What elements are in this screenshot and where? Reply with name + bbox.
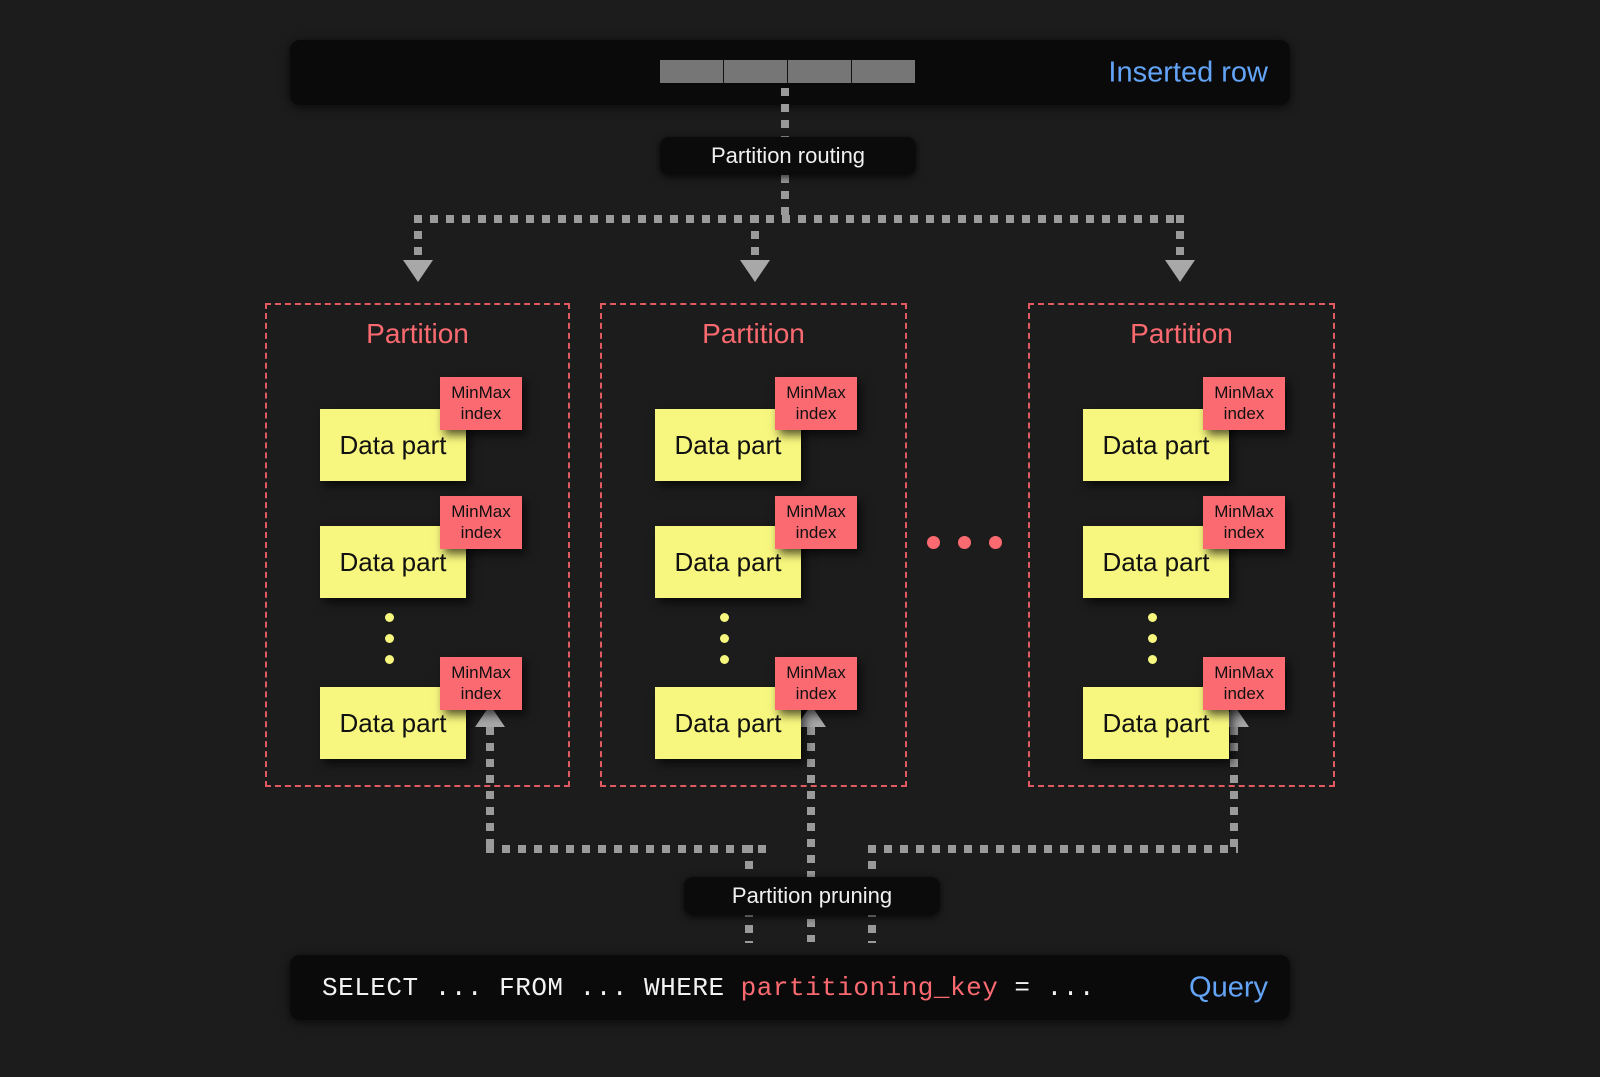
arrow-out-of-partition-2 [796, 705, 826, 727]
arrow-into-partition-2 [740, 260, 770, 282]
connector-bus-to-partition-1 [414, 215, 422, 263]
data-part-label: Data part [674, 707, 782, 738]
arrow-out-of-partition-1 [475, 705, 505, 727]
data-part-ellipsis [385, 613, 394, 664]
data-part-label: Data part [1102, 429, 1210, 460]
data-part-box: Data part [1083, 409, 1229, 481]
partition-title: Partition [1130, 318, 1233, 349]
query-sql-after: = ... [998, 972, 1095, 1003]
connector-row-to-routing [781, 88, 789, 138]
inserted-row-label: Inserted row [1108, 56, 1268, 88]
ellipsis-dot [1148, 634, 1157, 643]
connector-routing-bus [414, 215, 1184, 223]
inserted-row-cell [660, 60, 724, 83]
partitions-ellipsis [927, 536, 1002, 549]
inserted-row-cell [724, 60, 788, 83]
query-label: Query [1189, 971, 1268, 1003]
connector-partition-3-to-pruning-bus [1230, 727, 1238, 852]
connector-bus-to-partition-2 [751, 215, 759, 263]
ellipsis-dot [958, 536, 971, 549]
data-part-label: Data part [339, 546, 447, 577]
query-sql-before: SELECT ... FROM ... WHERE [322, 972, 741, 1003]
partition-pruning-label: Partition pruning [731, 883, 893, 908]
data-part-ellipsis [1148, 613, 1157, 664]
ellipsis-dot [385, 613, 394, 622]
data-part-ellipsis [720, 613, 729, 664]
connector-partition-1-to-pruning-bus [486, 727, 494, 852]
pruning-bus-right [868, 845, 1238, 853]
query-sql-text: SELECT ... FROM ... WHERE partitioning_k… [322, 973, 1095, 1003]
ellipsis-dot [927, 536, 940, 549]
ellipsis-dot [989, 536, 1002, 549]
data-part-box: Data part [320, 687, 466, 759]
pruning-bus-left [486, 845, 768, 853]
ellipsis-dot [1148, 655, 1157, 664]
arrow-into-partition-3 [1165, 260, 1195, 282]
inserted-row-cells [660, 60, 915, 83]
ellipsis-dot [720, 613, 729, 622]
data-part-label: Data part [1102, 546, 1210, 577]
ellipsis-dot [385, 634, 394, 643]
query-bar[interactable]: SELECT ... FROM ... WHERE partitioning_k… [290, 955, 1290, 1020]
connector-bus-to-partition-3 [1176, 215, 1184, 263]
connector-partition-2-to-pruning [807, 727, 815, 942]
ellipsis-dot [385, 655, 394, 664]
data-part-label: Data part [339, 707, 447, 738]
ellipsis-dot [720, 634, 729, 643]
partition-title: Partition [702, 318, 805, 349]
data-part-label: Data part [674, 546, 782, 577]
partition-pruning-box[interactable]: Partition pruning [684, 877, 940, 915]
inserted-row-cell [852, 60, 915, 83]
ellipsis-dot [720, 655, 729, 664]
ellipsis-dot [1148, 613, 1157, 622]
query-partitioning-key: partitioning_key [740, 972, 999, 1003]
partition-title: Partition [366, 318, 469, 349]
data-part-label: Data part [674, 429, 782, 460]
data-part-label: Data part [1102, 707, 1210, 738]
inserted-row-bar: Inserted row [290, 40, 1290, 105]
partition-routing-label: Partition routing [710, 143, 866, 168]
inserted-row-cell [788, 60, 852, 83]
arrow-into-partition-1 [403, 260, 433, 282]
data-part-label: Data part [339, 429, 447, 460]
connector-routing-to-bus [781, 175, 789, 223]
partition-routing-box[interactable]: Partition routing [660, 137, 916, 175]
